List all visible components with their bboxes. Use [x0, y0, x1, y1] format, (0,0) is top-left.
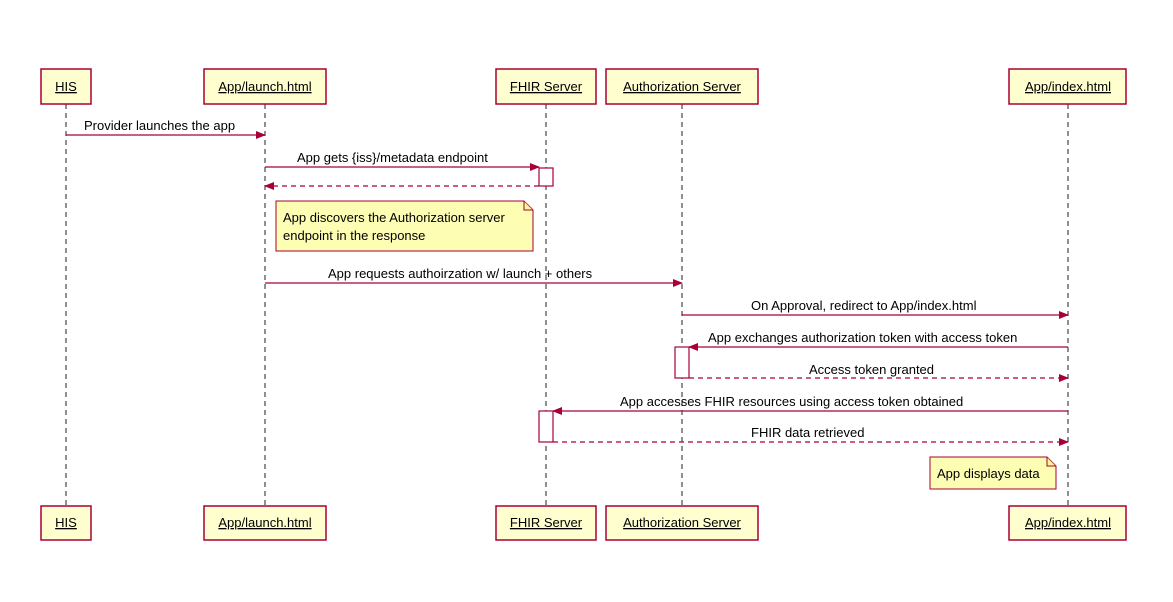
message-label: Access token granted: [809, 362, 934, 377]
activation-auth-token: [674, 346, 690, 379]
participant-fhir-label: FHIR Server: [510, 79, 583, 94]
participant-fhir-top: FHIR Server: [495, 68, 597, 105]
note-line: endpoint in the response: [283, 228, 425, 243]
participant-index-label: App/index.html: [1025, 79, 1111, 94]
message-label: On Approval, redirect to App/index.html: [751, 298, 977, 313]
message-token-granted: Access token granted: [689, 362, 1069, 382]
participant-auth-top: Authorization Server: [605, 68, 759, 105]
participant-launch-label-bottom: App/launch.html: [218, 515, 311, 530]
notes: App discovers the Authorization server e…: [275, 200, 1057, 490]
message-label: FHIR data retrieved: [751, 425, 864, 440]
activation-fhir-resources: [538, 410, 554, 443]
messages: Provider launches the app App gets {iss}…: [66, 118, 1069, 446]
message-provider-launches: Provider launches the app: [66, 118, 266, 139]
activations: [538, 167, 690, 443]
participant-index-label-bottom: App/index.html: [1025, 515, 1111, 530]
message-label: App requests authoirzation w/ launch + o…: [328, 266, 593, 281]
participant-auth-label: Authorization Server: [623, 79, 741, 94]
participant-launch-bottom: App/launch.html: [203, 505, 327, 541]
activation-fhir-metadata: [538, 167, 554, 187]
message-label: App gets {iss}/metadata endpoint: [297, 150, 488, 165]
participant-his-label-bottom: HIS: [55, 515, 77, 530]
participants-bottom: HIS App/launch.html FHIR Server Authoriz…: [40, 505, 1127, 541]
message-get-metadata: App gets {iss}/metadata endpoint: [265, 150, 540, 171]
message-redirect: On Approval, redirect to App/index.html: [682, 298, 1069, 319]
note-line: App displays data: [937, 466, 1040, 481]
participant-fhir-label-bottom: FHIR Server: [510, 515, 583, 530]
participant-auth-label-bottom: Authorization Server: [623, 515, 741, 530]
participant-index-bottom: App/index.html: [1008, 505, 1127, 541]
note-discovers-auth-server: App discovers the Authorization server e…: [275, 200, 534, 252]
participant-auth-bottom: Authorization Server: [605, 505, 759, 541]
participant-his-bottom: HIS: [40, 505, 92, 541]
participant-launch-top: App/launch.html: [203, 68, 327, 105]
message-exchange-token: App exchanges authorization token with a…: [688, 330, 1068, 351]
participant-launch-label: App/launch.html: [218, 79, 311, 94]
message-label: App accesses FHIR resources using access…: [620, 394, 963, 409]
participant-his-top: HIS: [40, 68, 92, 105]
participant-fhir-bottom: FHIR Server: [495, 505, 597, 541]
note-displays-data: App displays data: [929, 456, 1057, 490]
message-label: Provider launches the app: [84, 118, 235, 133]
message-data-retrieved: FHIR data retrieved: [553, 425, 1069, 446]
message-label: App exchanges authorization token with a…: [708, 330, 1017, 345]
note-line: App discovers the Authorization server: [283, 210, 506, 225]
participant-index-top: App/index.html: [1008, 68, 1127, 105]
participant-his-label: HIS: [55, 79, 77, 94]
message-access-resources: App accesses FHIR resources using access…: [552, 394, 1068, 415]
message-request-authorization: App requests authoirzation w/ launch + o…: [265, 266, 683, 287]
participants-top: HIS App/launch.html FHIR Server Authoriz…: [40, 68, 1127, 105]
